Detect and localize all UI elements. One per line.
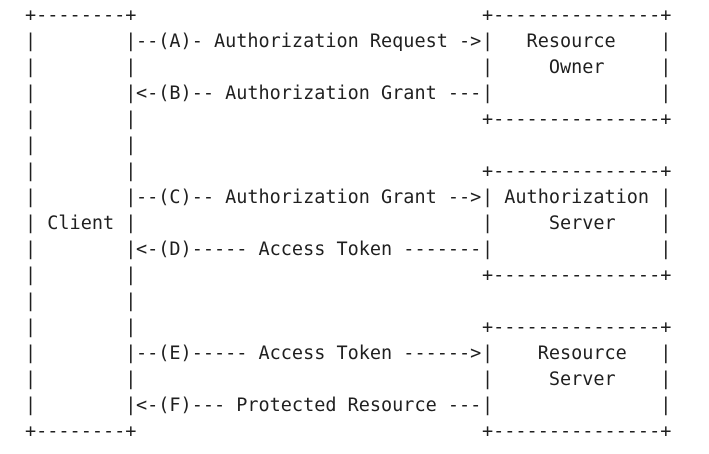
resource-server-box: +---------------+ | Resource | | Server … (482, 317, 672, 442)
flow-d-access-token-arrow: <-(D)----- Access Token ------- (136, 239, 482, 260)
flow-b-authorization-grant-arrow: <-(B)-- Authorization Grant --- (136, 83, 482, 104)
resource-owner-box: +---------------+ | Resource | | Owner |… (482, 5, 672, 130)
flow-f-protected-resource-arrow: <-(F)--- Protected Resource --- (136, 395, 482, 416)
flow-c-authorization-grant-arrow: --(C)-- Authorization Grant --> (136, 187, 482, 208)
authorization-server-box: +---------------+ | Authorization | | Se… (482, 161, 672, 286)
flow-a-authorization-request-arrow: --(A)- Authorization Request -> (136, 31, 482, 52)
flow-e-access-token-arrow: --(E)----- Access Token ------> (136, 343, 482, 364)
client-box: +--------+ | | | | | | | | | | | | | | |… (25, 5, 137, 442)
